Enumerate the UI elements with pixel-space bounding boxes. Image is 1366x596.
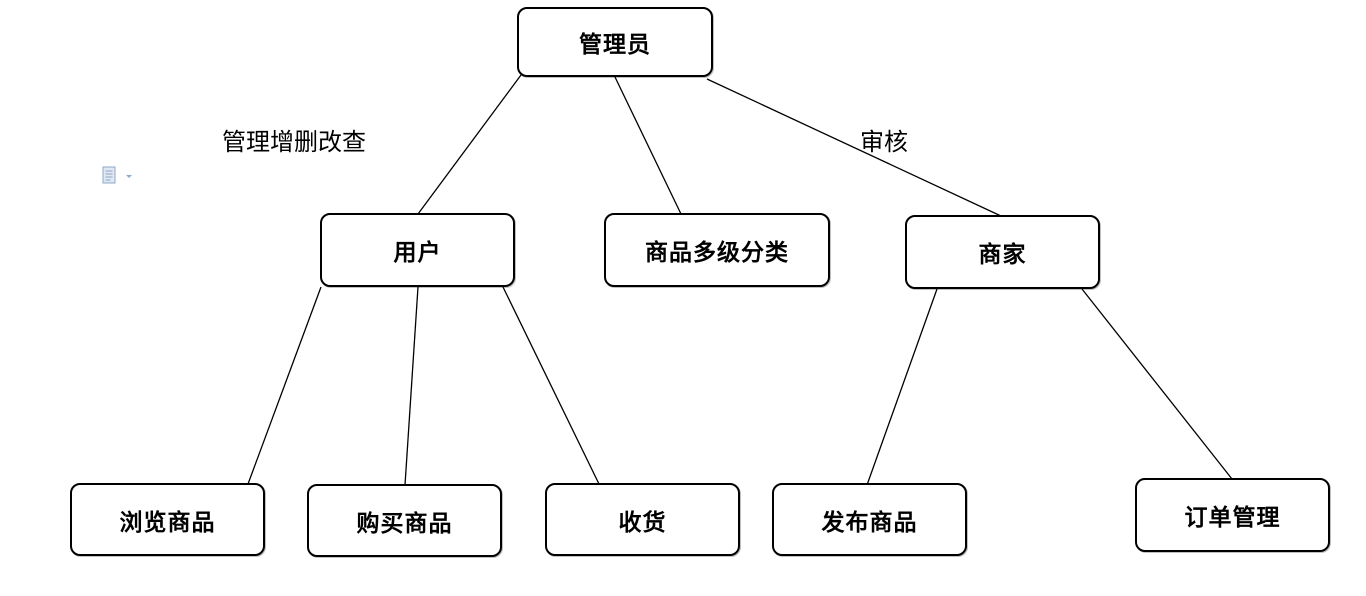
node-category: 商品多级分类 (604, 213, 830, 287)
node-merchant: 商家 (905, 215, 1100, 289)
edge-admin-user (417, 74, 522, 215)
node-orders: 订单管理 (1135, 478, 1330, 552)
node-buy: 购买商品 (307, 484, 502, 557)
paste-options-icon[interactable] (102, 166, 136, 186)
node-publish: 发布商品 (772, 483, 967, 556)
edge-admin-merchant (706, 78, 1002, 217)
node-user: 用户 (320, 213, 515, 287)
edge-user-browse (247, 286, 322, 485)
node-receive: 收货 (545, 483, 740, 556)
edge-user-receive (502, 286, 600, 485)
edge-merchant-orders (1081, 288, 1233, 480)
edge-admin-category (614, 76, 682, 215)
node-browse: 浏览商品 (70, 483, 265, 556)
edge-user-buy (404, 286, 419, 486)
label-admin-user: 管理增删改查 (222, 128, 366, 156)
edge-merchant-publish (866, 288, 938, 486)
label-admin-merchant: 审核 (860, 128, 908, 156)
node-admin: 管理员 (517, 7, 713, 77)
